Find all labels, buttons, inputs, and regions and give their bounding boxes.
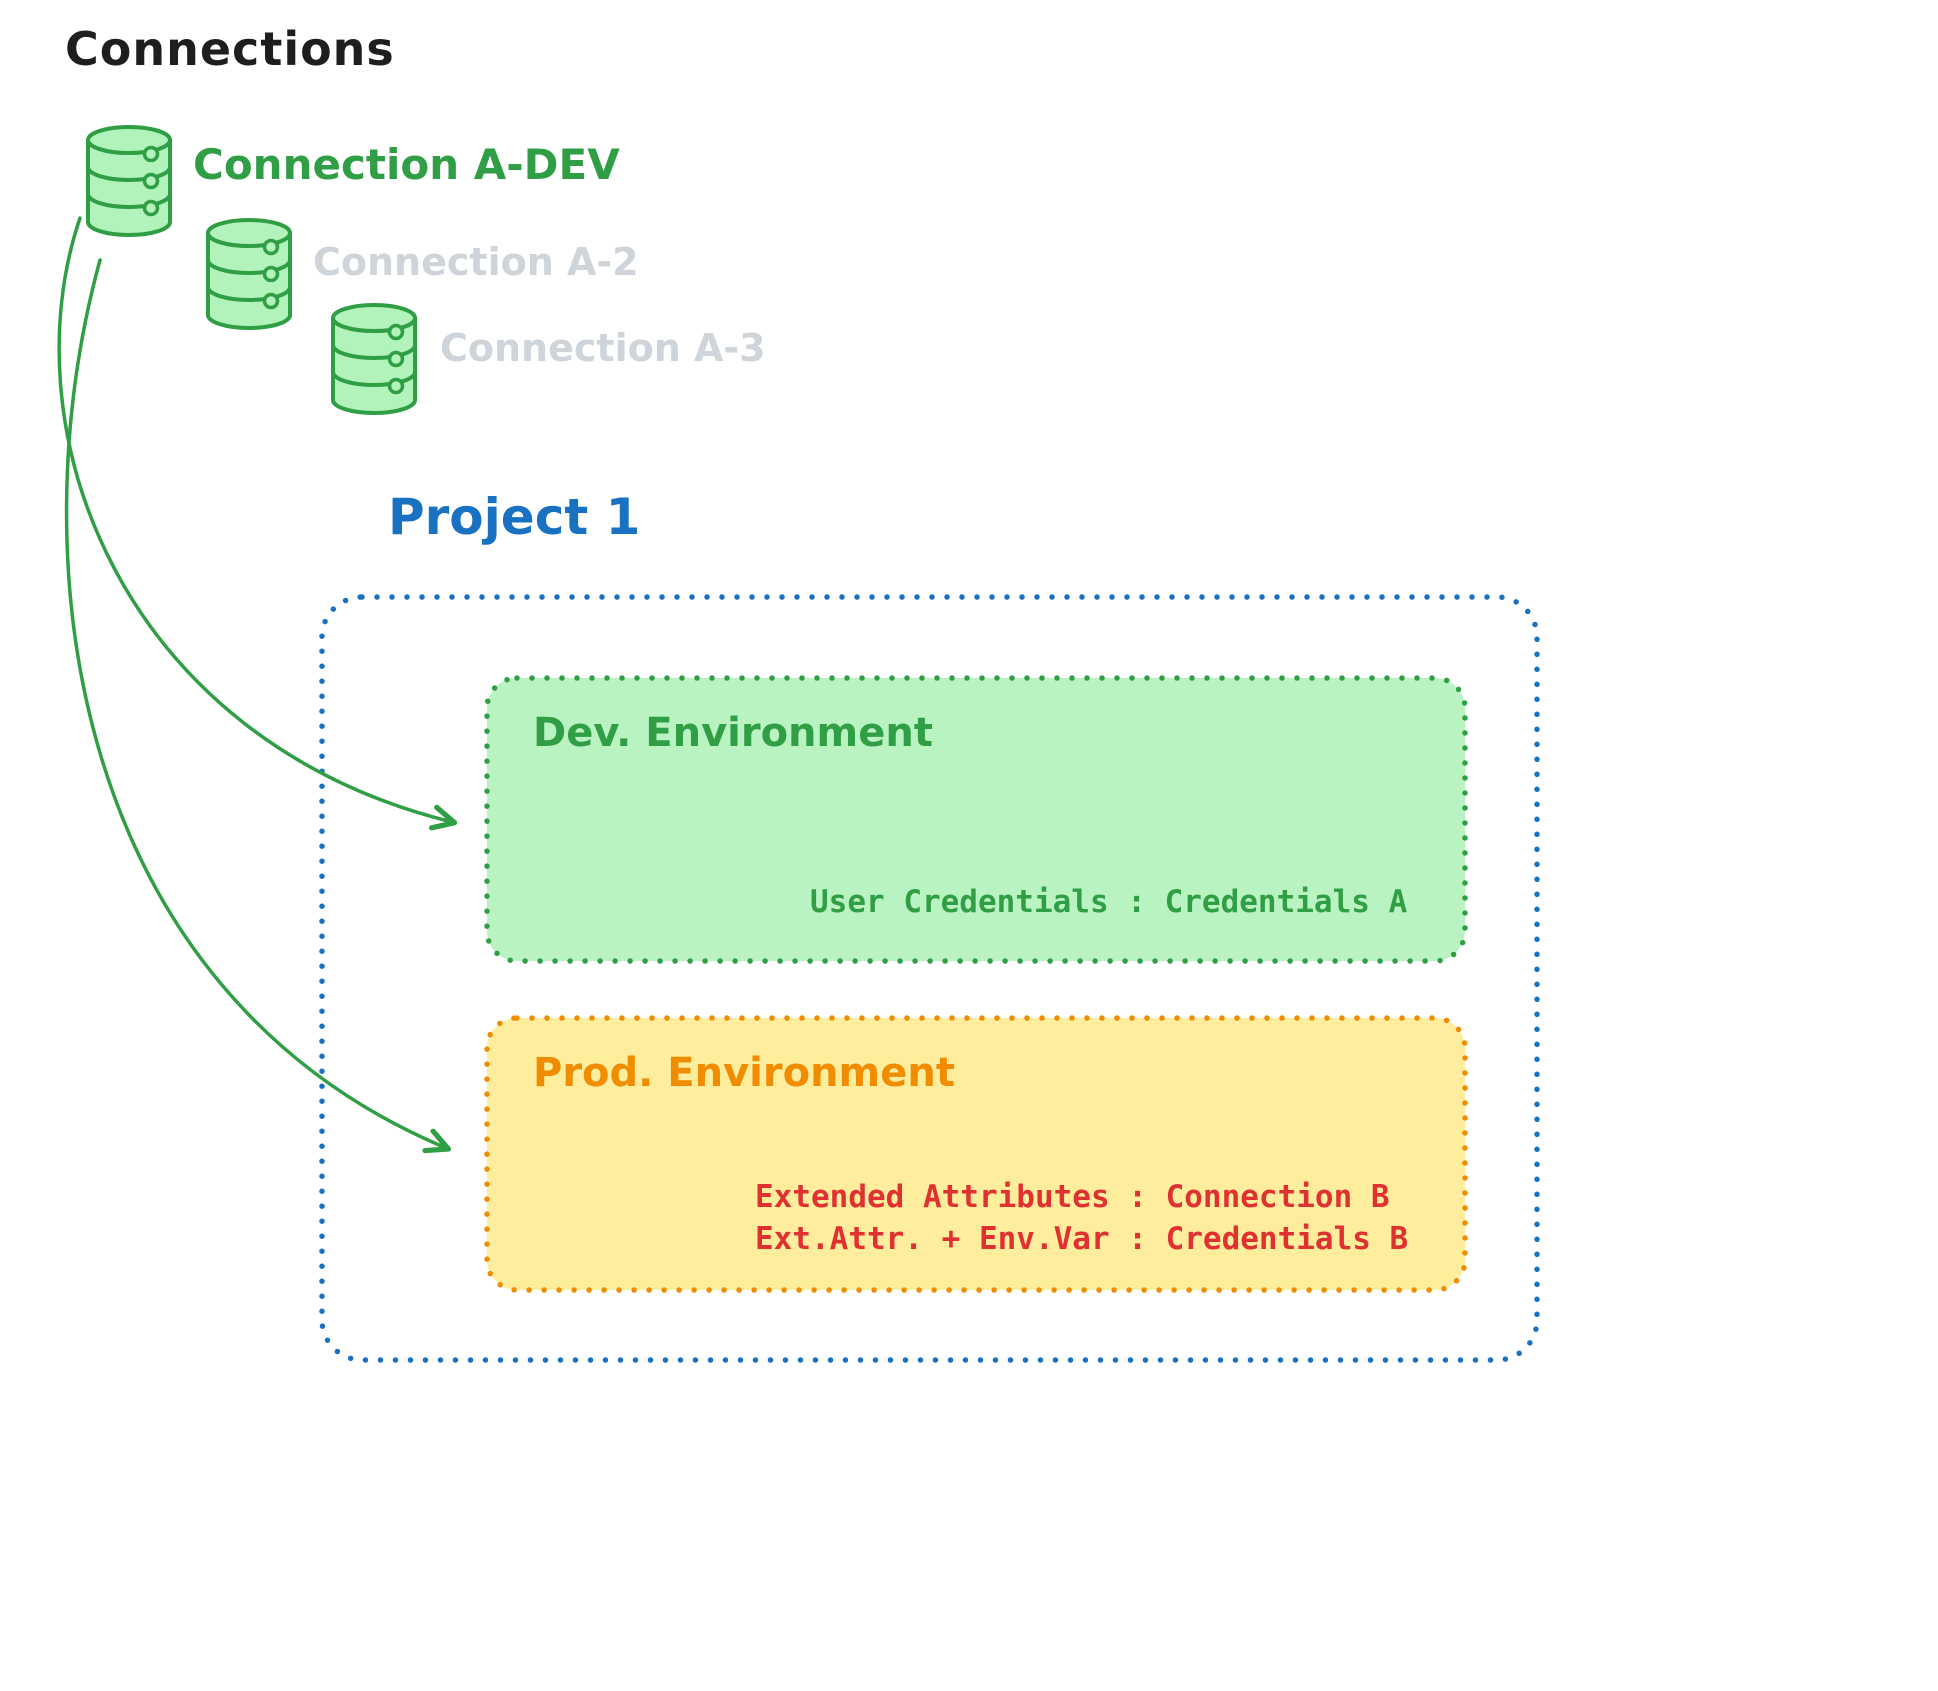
dev-environment-title: Dev. Environment bbox=[533, 710, 933, 756]
prod-environment-line-2: Ext.Attr. + Env.Var : Credentials B bbox=[755, 1221, 1409, 1257]
diagram-title: Connections bbox=[65, 22, 395, 76]
connection-a-dev-label: Connection A-DEV bbox=[193, 140, 620, 189]
prod-environment-box bbox=[484, 1015, 1468, 1293]
connection-a-3-label: Connection A-3 bbox=[440, 326, 766, 370]
arrow-to-dev-environment bbox=[57, 216, 458, 831]
prod-environment-attributes-text: Extended Attributes : Connection B Ext.A… bbox=[755, 1176, 1408, 1260]
dev-environment-box bbox=[484, 675, 1468, 964]
arrow-to-prod-environment bbox=[64, 258, 452, 1154]
dev-environment-credentials-text: User Credentials : Credentials A bbox=[810, 884, 1408, 920]
database-icon-connection-a-3 bbox=[331, 303, 417, 415]
prod-environment-line-1: Extended Attributes : Connection B bbox=[755, 1179, 1390, 1215]
project-box bbox=[319, 594, 1540, 1363]
connection-a-2-label: Connection A-2 bbox=[313, 240, 639, 284]
database-icon-connection-a-dev bbox=[86, 125, 172, 237]
prod-environment-title: Prod. Environment bbox=[533, 1050, 955, 1096]
database-icon-connection-a-2 bbox=[206, 218, 292, 330]
project-title: Project 1 bbox=[388, 488, 641, 546]
